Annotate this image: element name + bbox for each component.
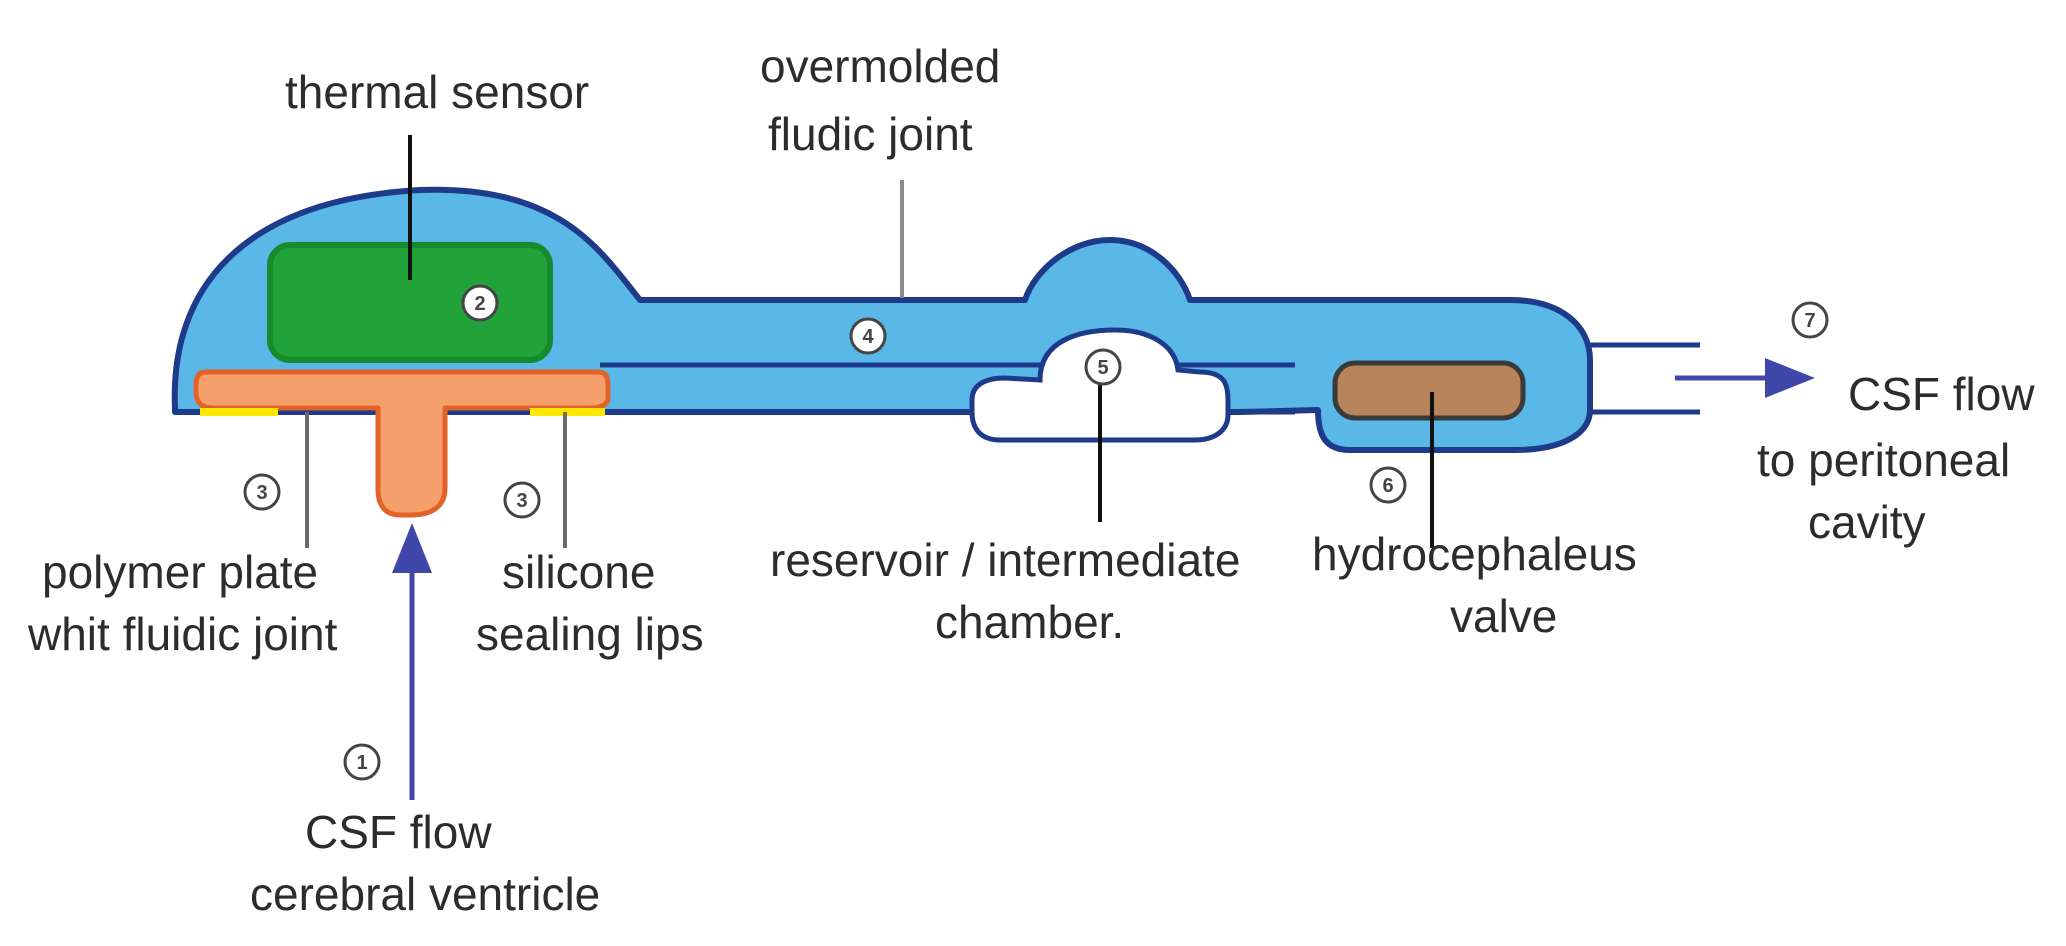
svg-text:6: 6 [1382, 475, 1393, 497]
marker-3-right: 3 [503, 481, 541, 519]
label-silicone-line1: silicone [502, 546, 655, 598]
silicone-lip-left [200, 408, 278, 416]
svg-text:3: 3 [256, 482, 267, 504]
svg-text:1: 1 [356, 752, 367, 774]
label-silicone-line2: sealing lips [476, 608, 704, 660]
label-overmolded-line2: fludic joint [768, 108, 973, 160]
label-polymer-line1: polymer plate [42, 546, 318, 598]
label-reservoir-line2: chamber. [935, 596, 1124, 648]
label-csf-out-line2: to peritoneal [1757, 434, 2010, 486]
svg-text:4: 4 [862, 326, 874, 348]
label-csf-in-line2: cerebral ventricle [250, 868, 600, 920]
svg-text:5: 5 [1097, 357, 1108, 379]
marker-1: 1 [343, 743, 381, 781]
label-valve-line1: hydrocephaleus [1312, 528, 1637, 580]
label-thermal-sensor: thermal sensor [285, 66, 589, 118]
marker-5: 5 [1084, 348, 1122, 386]
label-csf-out-line1: CSF flow [1848, 368, 2035, 420]
marker-4: 4 [849, 317, 887, 355]
hydrocephaleus-valve [1332, 360, 1526, 421]
marker-2: 2 [461, 284, 499, 322]
label-polymer-line2: whit fluidic joint [27, 608, 338, 660]
svg-text:7: 7 [1804, 310, 1815, 332]
label-csf-in-line1: CSF flow [305, 806, 492, 858]
label-reservoir-line1: reservoir / intermediate [770, 534, 1240, 586]
silicone-lip-right [530, 408, 605, 416]
label-csf-out-line3: cavity [1808, 496, 1926, 548]
polymer-plate [193, 369, 611, 518]
svg-text:3: 3 [516, 490, 527, 512]
marker-3-left: 3 [243, 473, 281, 511]
label-valve-line2: valve [1450, 590, 1557, 642]
label-overmolded-line1: overmolded [760, 40, 1000, 92]
marker-6: 6 [1369, 466, 1407, 504]
svg-text:2: 2 [474, 293, 485, 315]
marker-7: 7 [1791, 301, 1829, 339]
